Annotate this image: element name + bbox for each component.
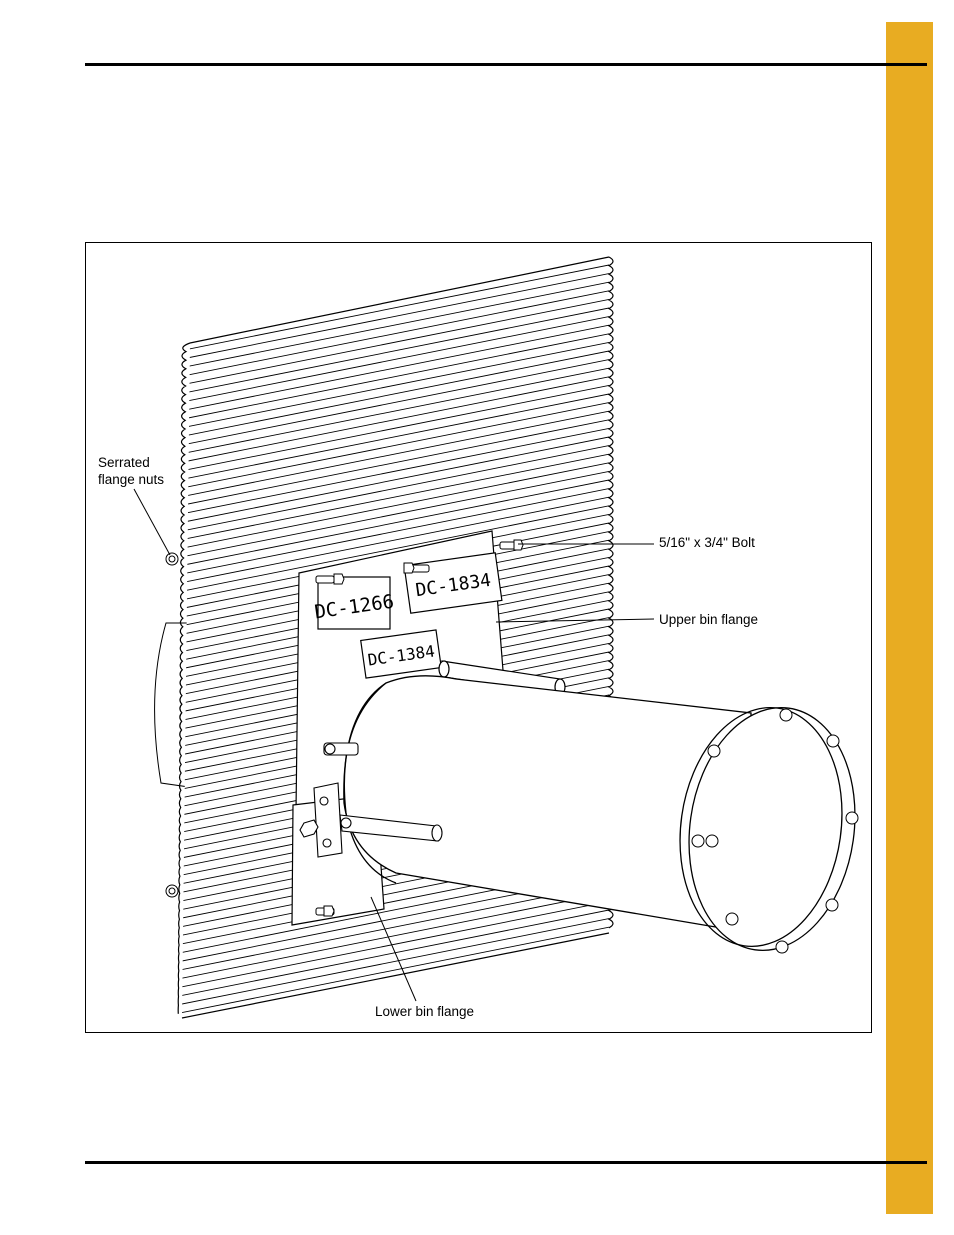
discharge-tube [343,675,859,954]
flange-bolts [315,539,524,917]
flange-illustration: DC-1266 DC-1834 DC-1384 [133,256,859,1019]
footer-rule [85,1161,927,1164]
serrated-flange-nuts [165,552,179,898]
figure-frame: DC-1266 DC-1834 DC-1384 [85,242,872,1033]
callout-serrated-flange-nuts: Serrated flange nuts [98,454,164,488]
callout-text-line: Serrated [98,455,150,470]
callout-lower-bin-flange: Lower bin flange [375,1004,475,1019]
leader-lines [133,488,655,1002]
callout-text-line: flange nuts [98,472,165,487]
callout-upper-bin-flange: Upper bin flange [659,612,759,627]
callout-bolt: 5/16" x 3/4" Bolt [659,535,755,550]
decal-dc-1266: DC-1266 [313,576,395,630]
header-rule [85,63,927,66]
decal-dc-1384: DC-1384 [360,629,442,679]
chapter-tab [886,22,933,1214]
tube-clamp [299,742,443,858]
